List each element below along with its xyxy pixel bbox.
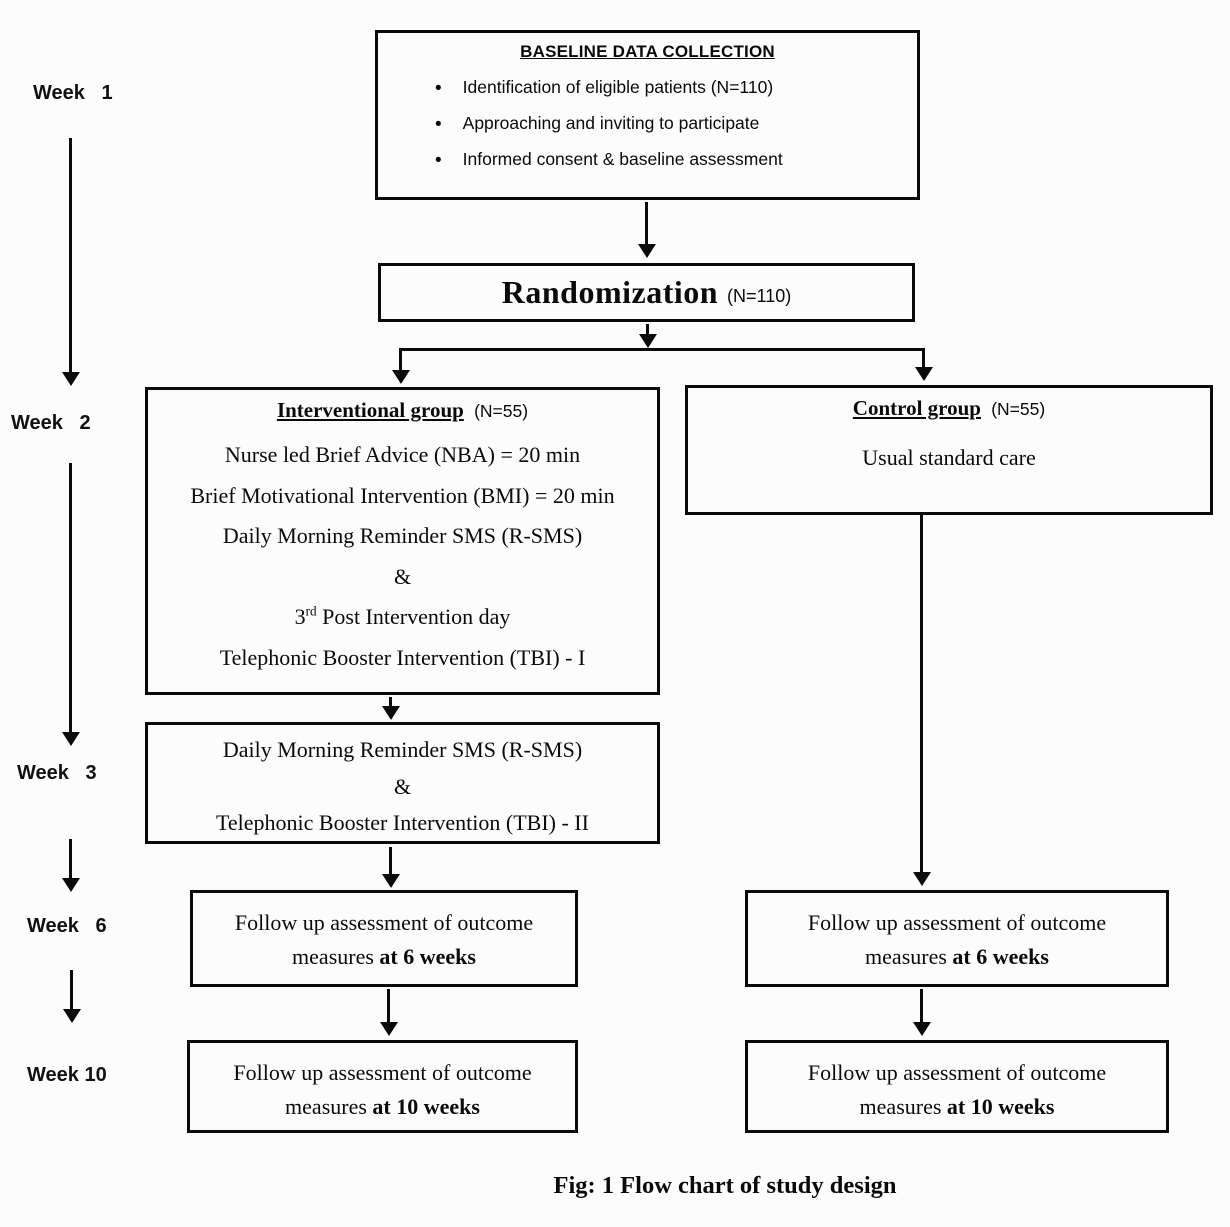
box-line: measures at 6 weeks: [292, 943, 476, 969]
bullet-icon: •: [435, 114, 442, 135]
connector-control-followup6-right: [920, 515, 923, 872]
timeline-arrow-week3-week6: [69, 839, 72, 878]
timeline-arrow-week2-week3: [69, 463, 72, 732]
interventional-title: Interventional group: [276, 398, 464, 422]
box-line: Brief Motivational Intervention (BMI) = …: [190, 482, 615, 508]
control-lines: Usual standard care: [688, 443, 1210, 473]
box-line: Nurse led Brief Advice (NBA) = 20 min: [224, 442, 581, 467]
interventional-n: (N=55): [474, 401, 529, 421]
followup-6w-left-lines: Follow up assessment of outcome measures …: [193, 906, 575, 973]
connector-followup6-followup10-left: [387, 989, 390, 1022]
randomization-box: Randomization (N=110): [378, 263, 915, 322]
bullet-text: Informed consent & baseline assessment: [462, 149, 783, 169]
bullet-item: • Informed consent & baseline assessment: [435, 149, 917, 185]
control-title-row: Control group (N=55): [688, 396, 1210, 421]
week-label-10: Week 10: [27, 1064, 107, 1086]
week-label-1: Week 1: [33, 82, 113, 104]
bullet-icon: •: [435, 78, 442, 99]
connector-randomization-branch: [646, 324, 649, 334]
bullet-item: • Approaching and inviting to participate: [435, 113, 917, 149]
figure-caption: Fig: 1 Flow chart of study design: [553, 1172, 897, 1199]
followup-6w-left-box: Follow up assessment of outcome measures …: [190, 890, 578, 987]
box-line: Telephonic Booster Intervention (TBI) - …: [219, 644, 586, 670]
control-title: Control group: [852, 396, 981, 420]
connector-interventional-week3: [389, 697, 392, 706]
connector-branch-control: [922, 350, 925, 367]
baseline-title: BASELINE DATA COLLECTION: [520, 42, 775, 61]
control-n: (N=55): [991, 399, 1046, 419]
bullet-text: Identification of eligible patients (N=1…: [462, 77, 774, 97]
followup-10w-left-box: Follow up assessment of outcome measures …: [187, 1040, 578, 1133]
followup-6w-right-box: Follow up assessment of outcome measures …: [745, 890, 1169, 987]
box-line: Daily Morning Reminder SMS (R-SMS): [222, 523, 583, 548]
followup-10w-right-lines: Follow up assessment of outcome measures …: [748, 1056, 1166, 1123]
week3-lines: Daily Morning Reminder SMS (R-SMS) & Telep…: [148, 732, 657, 842]
bullet-item: • Identification of eligible patients (N=…: [435, 77, 917, 113]
box-line: measures at 10 weeks: [285, 1093, 480, 1119]
control-group-box: Control group (N=55) Usual standard care: [685, 385, 1213, 515]
box-line: measures at 10 weeks: [859, 1093, 1055, 1119]
connector-week3-followup6-left: [389, 847, 392, 874]
week-label-2: Week 2: [11, 412, 91, 434]
timeline-arrow-week1-week2: [69, 138, 72, 372]
box-line: Usual standard care: [862, 445, 1036, 470]
bullet-text: Approaching and inviting to participate: [462, 113, 760, 133]
followup-10w-left-lines: Follow up assessment of outcome measures …: [190, 1056, 575, 1123]
box-line: Follow up assessment of outcome: [234, 910, 534, 935]
week3-intervention-box: Daily Morning Reminder SMS (R-SMS) & Telep…: [145, 722, 660, 844]
box-line: Follow up assessment of outcome: [807, 1060, 1107, 1085]
followup-10w-right-box: Follow up assessment of outcome measures …: [745, 1040, 1169, 1133]
week-label-6: Week 6: [27, 915, 107, 937]
interventional-group-box: Interventional group (N=55) Nurse led Br…: [145, 387, 660, 695]
baseline-data-collection-box: BASELINE DATA COLLECTION • Identification…: [375, 30, 920, 200]
box-line: &: [393, 773, 412, 799]
week-label-3: Week 3: [17, 762, 97, 784]
box-line: &: [393, 563, 412, 589]
box-line: measures at 6 weeks: [865, 943, 1049, 969]
box-line: Follow up assessment of outcome: [233, 1060, 532, 1085]
randomization-n: (N=110): [727, 286, 792, 306]
interventional-title-row: Interventional group (N=55): [148, 398, 657, 423]
connector-baseline-randomization: [645, 202, 648, 244]
timeline-arrow-week6-week10: [70, 970, 73, 1009]
connector-followup6-followup10-right: [920, 989, 923, 1022]
branch-line: [399, 348, 925, 351]
followup-6w-right-lines: Follow up assessment of outcome measures …: [748, 906, 1166, 973]
randomization-title: Randomization: [501, 274, 719, 310]
connector-branch-interventional: [399, 350, 402, 370]
box-line: Follow up assessment of outcome: [807, 910, 1107, 935]
box-line: Daily Morning Reminder SMS (R-SMS): [222, 737, 583, 762]
baseline-bullet-list: • Identification of eligible patients (N=…: [378, 77, 917, 185]
box-line: 3rd Post Intervention day: [294, 603, 511, 629]
box-line: Telephonic Booster Intervention (TBI) - …: [216, 810, 589, 835]
bullet-icon: •: [435, 150, 442, 171]
